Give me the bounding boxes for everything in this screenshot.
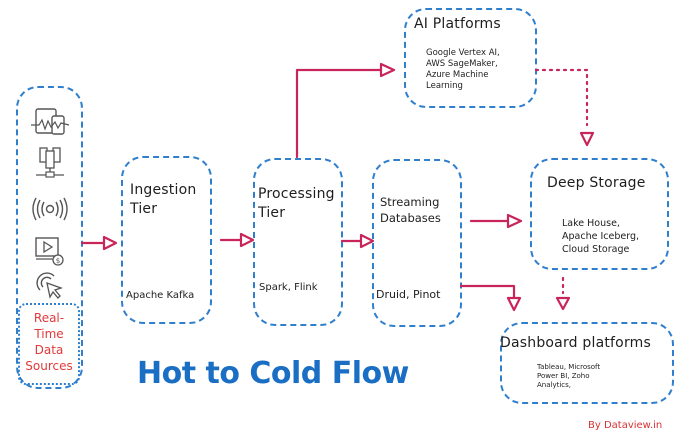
arrowhead-processing-to-ai <box>379 62 396 78</box>
arrowhead-processing-to-streaming <box>359 233 375 249</box>
streaming-databases-title: Streaming Databases <box>380 195 441 225</box>
deep-storage-title: Deep Storage <box>547 175 646 191</box>
ai-platforms-detail: Google Vertex AI, AWS SageMaker, Azure M… <box>426 48 500 91</box>
processing-tier-detail: Spark, Flink <box>259 282 318 293</box>
arrow-streaming-to-dashboard <box>459 284 516 300</box>
arrowhead-sources-to-ingestion <box>102 235 118 251</box>
device-monitor-icon <box>31 108 70 135</box>
streaming-databases-box <box>372 159 462 327</box>
ingestion-tier-title: Ingestion Tier <box>130 182 197 217</box>
diagram-title: Hot to Cold Flow <box>137 356 409 391</box>
arrowhead-streaming-to-deep-storage <box>506 213 523 229</box>
deep-storage-box <box>530 158 669 270</box>
arrow-ai-to-deep-storage <box>534 68 589 127</box>
processing-tier-title: Processing Tier <box>258 186 335 221</box>
arrow-processing-to-ai <box>295 68 383 159</box>
server-network-icon <box>36 147 64 178</box>
dashboard-platforms-box <box>500 322 674 404</box>
dashboard-platforms-title: Dashboard platforms <box>500 335 651 351</box>
arrowhead-streaming-to-dashboard <box>506 296 522 312</box>
ingestion-tier-detail: Apache Kafka <box>126 290 195 301</box>
arrowhead-ai-to-deep-storage <box>579 131 595 147</box>
arrowhead-ingestion-to-processing <box>239 232 255 248</box>
sources-container <box>16 86 83 389</box>
ai-platforms-box <box>404 8 537 108</box>
arrowhead-deep-storage-to-dashboard <box>555 296 571 311</box>
credit-text: By Dataview.in <box>588 420 663 431</box>
video-payment-icon: $ <box>35 237 64 266</box>
sources-label-box <box>18 303 80 385</box>
deep-storage-detail: Lake House, Apache Iceberg, Cloud Storag… <box>562 218 639 255</box>
sources-label: Real- Time Data Sources <box>25 311 73 373</box>
ai-platforms-title: AI Platforms <box>414 16 501 32</box>
click-cursor-icon <box>36 272 63 299</box>
ingestion-tier-box <box>121 156 212 324</box>
dashboard-platforms-detail: Tableau, Microsoft Power BI, Zoho Analyt… <box>537 363 601 389</box>
broadcast-signal-icon <box>32 197 68 221</box>
streaming-databases-detail: Druid, Pinot <box>376 288 441 301</box>
svg-text:$: $ <box>56 257 60 265</box>
